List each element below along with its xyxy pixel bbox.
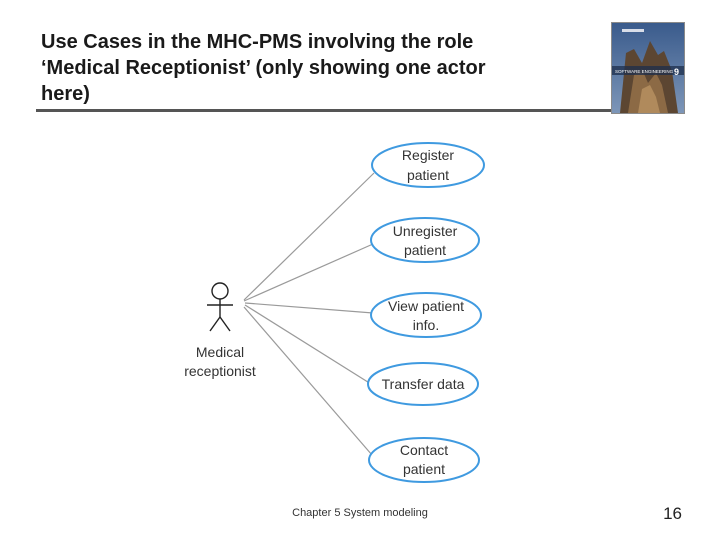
use-case-label-1-line-1: Register xyxy=(402,147,454,163)
slide-title: Use Cases in the MHC-PMS involving the r… xyxy=(41,29,601,107)
use-case-register-patient xyxy=(371,142,485,188)
actor-label-line-2: receptionist xyxy=(184,363,256,379)
use-case-unregister-patient xyxy=(370,217,480,263)
use-case-label-5-line-1: Contact xyxy=(400,442,448,458)
association-line-contact xyxy=(243,306,373,456)
association-line-view xyxy=(244,302,374,314)
use-case-label-2-line-2: patient xyxy=(404,242,446,258)
book-cover-image: SOFTWARE ENGINEERING 9 xyxy=(611,22,685,114)
use-case-label-1-line-2: patient xyxy=(407,167,449,183)
use-case-contact-patient xyxy=(368,437,480,483)
slide-title-line-3: here) xyxy=(41,83,90,105)
title-underline xyxy=(36,109,672,112)
slide-title-line-1: Use Cases in the MHC-PMS involving the r… xyxy=(41,31,474,53)
book-cover-text: SOFTWARE ENGINEERING xyxy=(615,69,674,74)
use-case-label-5-line-2: patient xyxy=(403,461,445,477)
actor-label-line-1: Medical xyxy=(196,344,244,360)
use-case-transfer-data xyxy=(367,362,479,406)
stick-figure-icon xyxy=(207,282,233,332)
association-lines xyxy=(243,172,375,456)
slide-footer: Chapter 5 System modeling xyxy=(292,507,428,519)
association-line-transfer xyxy=(244,304,372,385)
use-case-label-3-line-2: info. xyxy=(413,317,439,333)
use-case-view-patient-info xyxy=(370,292,482,338)
book-edition-number: 9 xyxy=(674,67,679,77)
slide-title-line-2: ‘Medical Receptionist’ (only showing one… xyxy=(41,57,486,79)
use-case-label-2-line-1: Unregister xyxy=(393,223,458,239)
page-number: 16 xyxy=(663,504,682,523)
association-line-unregister xyxy=(243,243,374,302)
actor-medical-receptionist: Medical receptionist xyxy=(184,282,256,379)
use-case-ellipses xyxy=(367,142,485,483)
use-case-label-3-line-1: View patient xyxy=(388,298,464,314)
association-line-register xyxy=(243,172,375,301)
use-case-label-4-line-1: Transfer data xyxy=(382,376,465,392)
